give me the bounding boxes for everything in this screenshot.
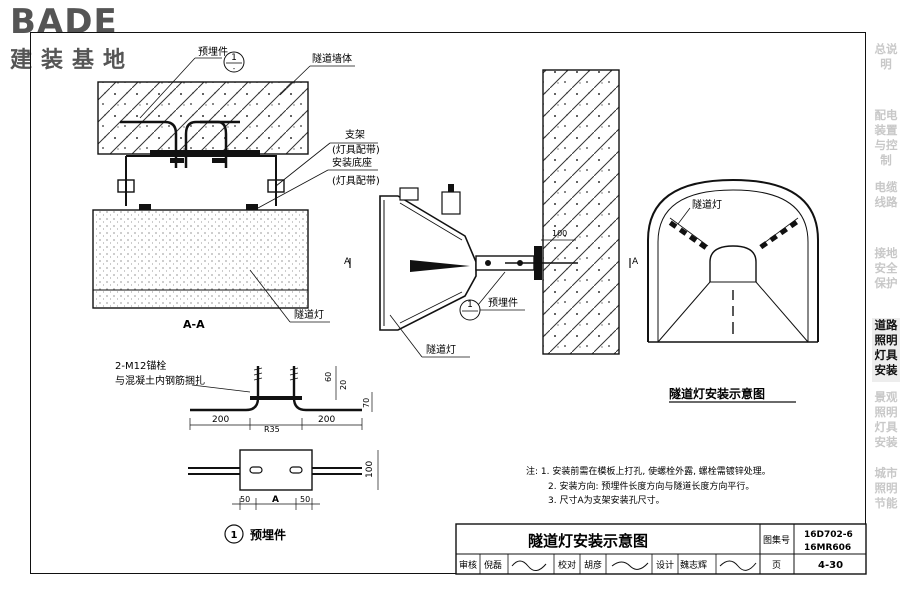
tunnel-side-wall — [542, 69, 620, 355]
page-label: 页 — [772, 560, 781, 571]
side-tab-grounding[interactable]: 接地安全保护 — [874, 246, 898, 290]
dim-20: 20 — [339, 380, 348, 390]
designer-name: 魏志辉 — [680, 559, 707, 571]
side-tab-general[interactable]: 总说明 — [874, 42, 898, 71]
tunnel-ceiling-slab — [97, 81, 309, 155]
side-tab-landscape[interactable]: 景观照明灯具安装 — [874, 390, 898, 449]
bolt-note-1: 2-M12锚栓 — [115, 359, 166, 372]
checker-signature — [611, 561, 649, 570]
side-tab-energy[interactable]: 城市照明节能 — [874, 466, 898, 510]
design-label: 设计 — [656, 559, 674, 571]
title-block: 隧道灯安装示意图 图集号 16D702-6 16MR606 审核 倪磊 校对 胡… — [455, 523, 867, 575]
label-tunnel-wall: 隧道墙体 — [312, 52, 352, 65]
drawing-frame — [30, 32, 866, 574]
side-tab-road-lighting[interactable]: 道路照明灯具安装 — [872, 318, 900, 382]
svg-text:1: 1 — [467, 300, 473, 310]
anchor-bolt-left — [120, 120, 178, 168]
section-mark-right: A — [632, 257, 639, 267]
dim-a: A — [272, 495, 279, 505]
diagram-title: 隧道灯安装示意图 — [669, 386, 765, 401]
label-mount-base: 安装底座 — [332, 156, 372, 169]
notes: 注: 1. 安装前需在模板上打孔, 使螺栓外露, 螺栓需镀锌处理。 2. 安装方… — [526, 465, 771, 506]
note-2: 2. 安装方向: 预埋件长度方向与隧道长度方向平行。 — [548, 480, 754, 492]
label-tunnel-lamp: 隧道灯 — [294, 308, 324, 321]
svg-text:(灯具配带): (灯具配带) — [332, 175, 380, 187]
note-1: 注: 1. 安装前需在模板上打孔, 使螺栓外露, 螺栓需镀锌处理。 — [526, 465, 771, 477]
reviewer-name: 倪磊 — [484, 559, 502, 571]
dim-100-side: 100 — [552, 229, 567, 238]
dim-60: 60 — [324, 372, 333, 382]
svg-text:-: - — [233, 65, 236, 73]
review-label: 审核 — [459, 559, 477, 571]
atlas-no-2: 16MR606 — [804, 543, 851, 553]
bracket-frame — [125, 155, 277, 206]
designer-signature — [719, 560, 757, 571]
bolt-note-2: 与混凝土内钢筋捆扎 — [115, 374, 205, 387]
label-bracket: 支架 — [345, 129, 365, 141]
section-aa-view: 预埋件 1 - 隧道墙体 支架 (灯具配带) 安装底座 (灯具配带) 隧道灯 A… — [92, 46, 380, 331]
dim-r35: R35 — [264, 425, 280, 434]
checker-name: 胡彦 — [584, 559, 602, 571]
check-label: 校对 — [558, 559, 576, 571]
atlas-no-1: 16D702-6 — [804, 530, 853, 540]
tunnel-lamp-body — [92, 209, 309, 309]
dim-100-plan: 100 — [365, 461, 375, 478]
page-number: 4-30 — [818, 560, 843, 571]
embed-plate-plan — [239, 449, 313, 491]
label-tunnel-lamp-section: 隧道灯 — [692, 198, 722, 211]
label-embedded-part: 预埋件 — [198, 46, 228, 58]
title-block-title: 隧道灯安装示意图 — [528, 532, 648, 550]
dim-50-right: 50 — [300, 495, 310, 504]
svg-text:(灯具配带): (灯具配带) — [332, 144, 380, 156]
reviewer-signature — [511, 560, 547, 571]
side-elevation-view: A A 100 1 预埋件 隧道灯 — [344, 69, 639, 358]
side-tab-cable[interactable]: 电缆线路 — [874, 180, 898, 209]
embedded-part-detail: 2-M12锚栓 与混凝土内钢筋捆扎 200 200 R35 60 20 70 — [115, 359, 379, 544]
dim-200-left: 200 — [212, 415, 229, 425]
section-mark-left: A — [344, 257, 351, 267]
side-tab-distribution[interactable]: 配电装置与控制 — [874, 108, 898, 167]
logo-wordmark: BADE — [10, 2, 118, 42]
label-embedded-part-side: 预埋件 — [488, 297, 518, 309]
label-tunnel-lamp-side: 隧道灯 — [426, 343, 456, 356]
note-3: 3. 尺寸A为支架安装孔尺寸。 — [548, 494, 665, 506]
anchor-bolt-right — [184, 120, 240, 168]
atlas-label: 图集号 — [763, 534, 790, 546]
tunnel-cross-section: 隧道灯 隧道灯安装示意图 — [647, 178, 819, 403]
dim-70: 70 — [362, 398, 371, 408]
detail-title: 预埋件 — [250, 527, 286, 542]
svg-text:1: 1 — [231, 530, 238, 541]
logo-subtitle: 建装基地 — [10, 48, 135, 73]
dim-200-right: 200 — [318, 415, 335, 425]
section-aa-title: A-A — [183, 318, 205, 331]
logo: BADE 建装基地 — [4, 2, 154, 73]
dim-50-left: 50 — [240, 495, 250, 504]
embedded-plate — [150, 150, 260, 155]
svg-text:1: 1 — [231, 53, 237, 63]
